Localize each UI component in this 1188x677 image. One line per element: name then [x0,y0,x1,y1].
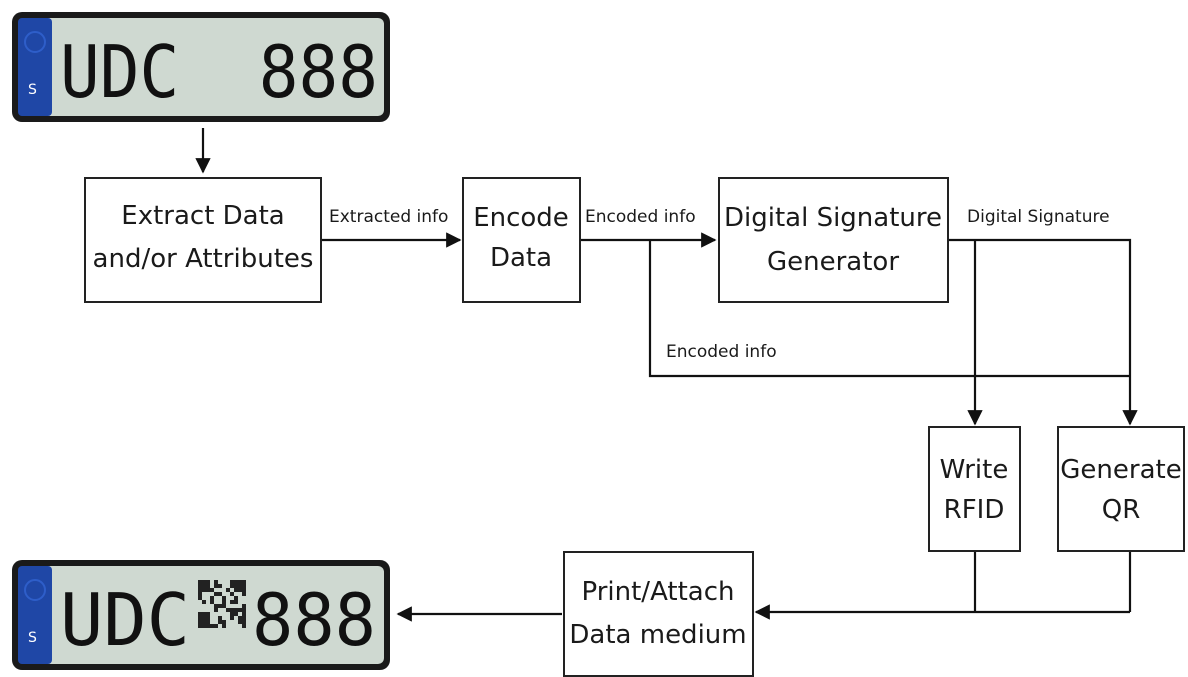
input-license-plate: S UDC 888 [12,12,390,122]
encoded-info-branch-line [648,240,1130,378]
qr-code-icon [198,580,246,628]
node-label-line1: Write [940,455,1009,485]
node-label-line2: Data medium [569,620,746,650]
node-label-line1: Extract Data [121,201,284,231]
node-digital-signature-generator: Digital Signature Generator [718,177,949,303]
node-label-line2: and/or Attributes [93,244,314,274]
eu-band [18,566,52,664]
node-label-line1: Encode [473,203,569,233]
node-label-line2: Generator [767,247,899,277]
connectors [195,128,1138,622]
node-label-line1: Print/Attach [582,577,735,607]
plate-suffix: 888 [252,578,376,662]
node-write-rfid: Write RFID [928,426,1021,552]
node-label-line2: Data [490,243,552,273]
eu-band [18,18,52,116]
node-label-line1: Digital Signature [724,203,942,233]
edge-label-digital-signature: Digital Signature [967,207,1110,227]
output-license-plate: S UDC 888 [12,560,390,670]
node-generate-qr: Generate QR [1057,426,1185,552]
node-extract-data: Extract Data and/or Attributes [84,177,322,303]
eu-stars-icon [24,579,46,601]
plate-country-code: S [28,82,37,98]
node-label-line2: RFID [944,495,1005,525]
signature-to-qr-arrow [948,238,1138,426]
eu-stars-icon [24,31,46,53]
plate-prefix: UDC [60,578,190,662]
node-print-attach: Print/Attach Data medium [563,551,754,677]
plate-number: UDC 888 [60,30,378,114]
edge-label-encoded-info-branch: Encoded info [666,342,777,362]
edge-label-encoded-info: Encoded info [585,207,696,227]
edge-label-extracted-info: Extracted info [329,207,448,227]
node-encode-data: Encode Data [462,177,581,303]
node-label-line2: QR [1102,495,1141,525]
plate-country-code: S [28,630,37,646]
node-label-line1: Generate [1060,455,1181,485]
